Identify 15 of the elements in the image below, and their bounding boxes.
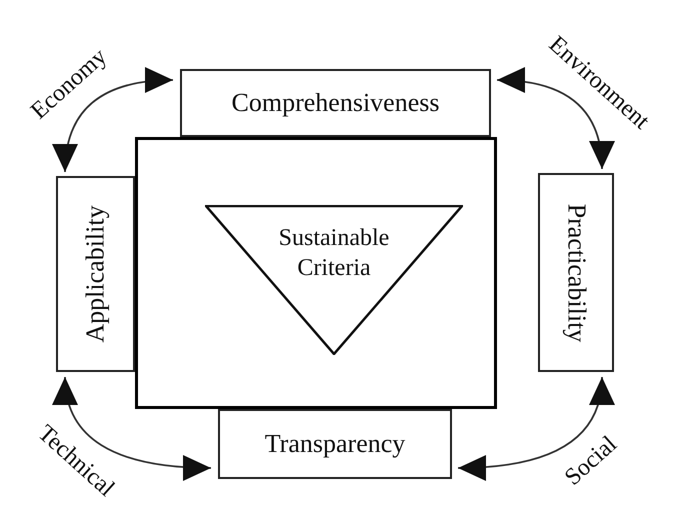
inverted-triangle [205,205,463,355]
node-label: Practicability [563,203,589,342]
criterion-box [218,409,452,479]
node-label: Applicability [82,205,108,343]
criterion-box [538,173,614,372]
curved-double-arrow [496,68,614,170]
node-label: Sustainable Criteria [278,224,390,283]
node-label: Transparency [264,431,406,457]
curved-double-arrow [458,376,614,480]
curved-double-arrow [53,68,174,172]
frame-box [135,137,497,409]
curved-double-arrow [54,376,212,480]
node-label: Comprehensiveness [232,90,440,116]
criterion-box [180,69,491,137]
criterion-box [56,176,135,372]
